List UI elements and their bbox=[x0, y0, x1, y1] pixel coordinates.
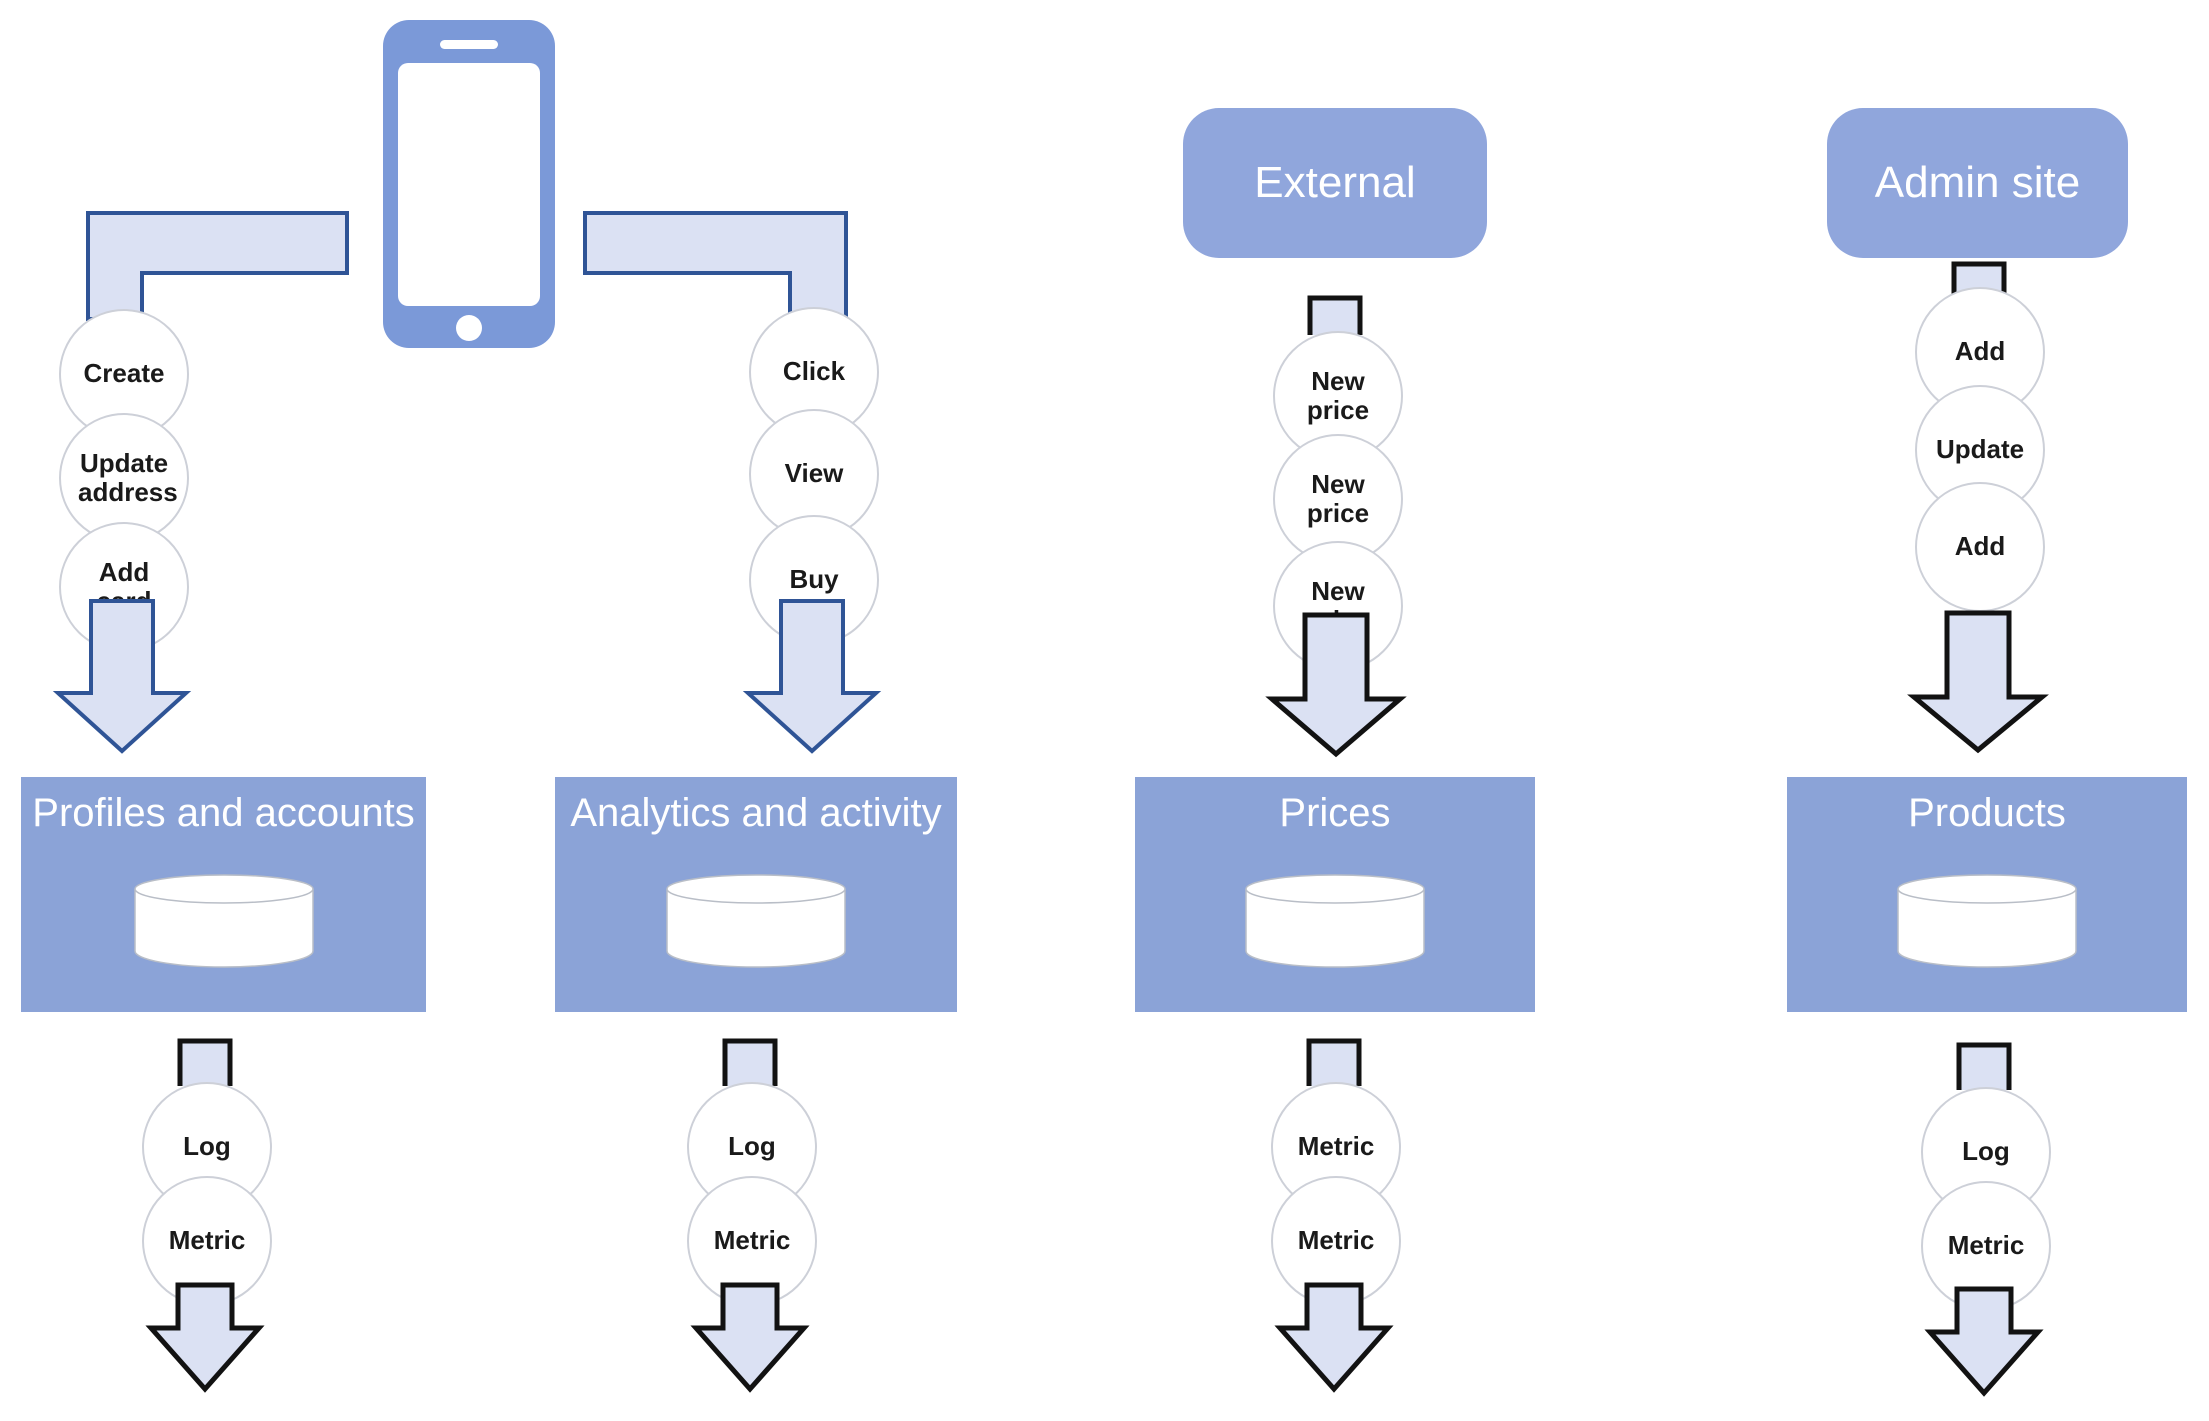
store-label: Prices bbox=[1279, 791, 1391, 835]
connector-stub bbox=[177, 1038, 233, 1086]
store-box-products: Products bbox=[1787, 777, 2187, 1012]
down-arrow bbox=[52, 599, 192, 754]
connector-stub bbox=[1306, 1038, 1362, 1086]
down-arrow bbox=[1274, 1282, 1394, 1393]
event-label: Add bbox=[1954, 336, 2006, 367]
database-cylinder-icon bbox=[1245, 874, 1425, 968]
event-label: Click bbox=[782, 356, 846, 387]
event-circle: Click bbox=[749, 307, 879, 437]
store-label: Profiles and accounts bbox=[32, 791, 415, 835]
event-label: Update address bbox=[78, 447, 178, 507]
output-label: Metric bbox=[168, 1225, 246, 1256]
event-label: View bbox=[784, 458, 844, 489]
down-arrow bbox=[742, 599, 882, 754]
event-circle: Add bbox=[1915, 482, 2045, 612]
down-arrow bbox=[1924, 1286, 2044, 1397]
down-arrow bbox=[1265, 612, 1407, 758]
output-label: Metric bbox=[1297, 1225, 1375, 1256]
event-circle: Buy bbox=[749, 515, 879, 645]
output-circle: Log bbox=[687, 1082, 817, 1212]
down-arrow bbox=[145, 1282, 265, 1393]
output-label: Metric bbox=[1947, 1230, 2025, 1261]
database-cylinder-icon bbox=[1897, 874, 2077, 968]
event-label: Update bbox=[1935, 434, 2025, 465]
down-arrow bbox=[1907, 610, 2049, 754]
connector-stub bbox=[722, 1038, 778, 1086]
store-box-prices: Prices bbox=[1135, 777, 1535, 1012]
database-cylinder-icon bbox=[133, 874, 314, 968]
output-circle: Log bbox=[142, 1082, 272, 1212]
output-circle: Metric bbox=[1271, 1082, 1401, 1212]
mobile-phone-icon bbox=[383, 20, 555, 348]
event-label: New price bbox=[1306, 365, 1370, 425]
output-label: Log bbox=[1962, 1136, 2010, 1167]
source-label: Admin site bbox=[1874, 158, 2081, 207]
store-label: Products bbox=[1908, 791, 2066, 835]
store-box-profiles-and-accounts: Profiles and accounts bbox=[21, 777, 426, 1012]
output-label: Metric bbox=[1297, 1131, 1375, 1162]
elbow-connector-right bbox=[583, 211, 848, 321]
source-label: External bbox=[1254, 158, 1416, 207]
database-cylinder-icon bbox=[666, 874, 846, 968]
store-label: Analytics and activity bbox=[570, 791, 942, 835]
event-circle: Update address bbox=[59, 413, 189, 543]
output-label: Log bbox=[183, 1131, 231, 1162]
store-box-analytics-and-activity: Analytics and activity bbox=[555, 777, 957, 1012]
output-label: Log bbox=[728, 1131, 776, 1162]
event-label: Add bbox=[1954, 531, 2006, 562]
event-circle: Add card bbox=[59, 522, 189, 652]
event-circle: View bbox=[749, 409, 879, 539]
event-label: New price bbox=[1306, 468, 1370, 528]
connector-stub bbox=[1956, 1042, 2012, 1090]
connector-stub bbox=[1307, 295, 1363, 335]
output-label: Metric bbox=[713, 1225, 791, 1256]
down-arrow bbox=[690, 1282, 810, 1393]
event-label: Create bbox=[83, 358, 165, 389]
source-box-external: External bbox=[1183, 108, 1487, 258]
event-label: Buy bbox=[789, 564, 839, 595]
source-box-admin-site: Admin site bbox=[1827, 108, 2128, 258]
elbow-connector-left bbox=[86, 211, 349, 321]
